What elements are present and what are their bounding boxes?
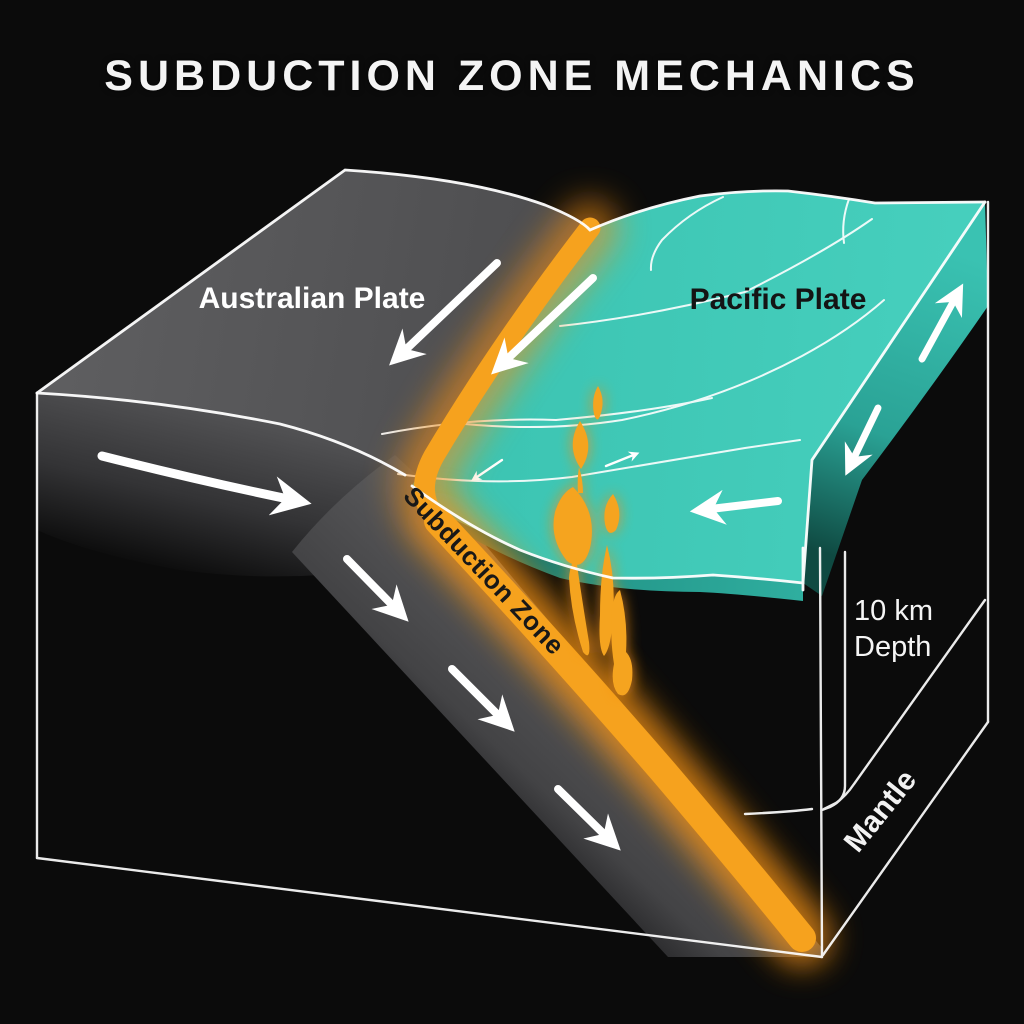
depth-label-line1: 10 km [854, 595, 933, 627]
pacific-plate-front-face [428, 506, 803, 601]
fault-arrow-right-icon [604, 451, 640, 468]
pacific-front-edge [410, 484, 805, 585]
depth-junction-curve [743, 807, 814, 816]
plate-edges [35, 168, 987, 592]
side-face-up-arrow-icon [918, 283, 964, 363]
diagram-title: SUBDUCTION ZONE MECHANICS [104, 52, 920, 100]
pacific-back-edge [588, 189, 987, 232]
ramp-flow-arrow-icon [97, 451, 312, 516]
slab-descent-arrow-1-icon [343, 555, 409, 622]
australian-plate-label: Australian Plate [199, 282, 426, 315]
depth-label-line2: Depth [854, 631, 931, 663]
motion-arrows [97, 259, 964, 851]
australian-top-edge [35, 168, 592, 395]
slab-descent-arrow-2-icon [448, 665, 515, 732]
australian-hinge-edge [35, 391, 407, 477]
wireframe-box [35, 200, 990, 959]
fault-slip-arrows [470, 451, 640, 482]
pacific-plate-label: Pacific Plate [690, 283, 867, 316]
side-face-down-arrow-icon [844, 404, 882, 476]
box-bottom-edge [35, 856, 824, 959]
depth-tick-line [820, 550, 847, 812]
mantle-upper-boundary [822, 598, 987, 811]
fault-arrow-left-icon [470, 458, 504, 482]
pacific-convergence-arrow-icon [491, 274, 597, 375]
pacific-ridge-edge [801, 200, 987, 585]
pacific-westward-arrow-icon [689, 489, 782, 525]
australian-convergence-arrow-icon [389, 259, 501, 366]
mantle-label: Mantle [838, 764, 923, 859]
box-front-right-edge [818, 546, 824, 959]
mantle-lower-boundary [821, 720, 990, 957]
slab-descent-arrow-3-icon [554, 785, 621, 851]
